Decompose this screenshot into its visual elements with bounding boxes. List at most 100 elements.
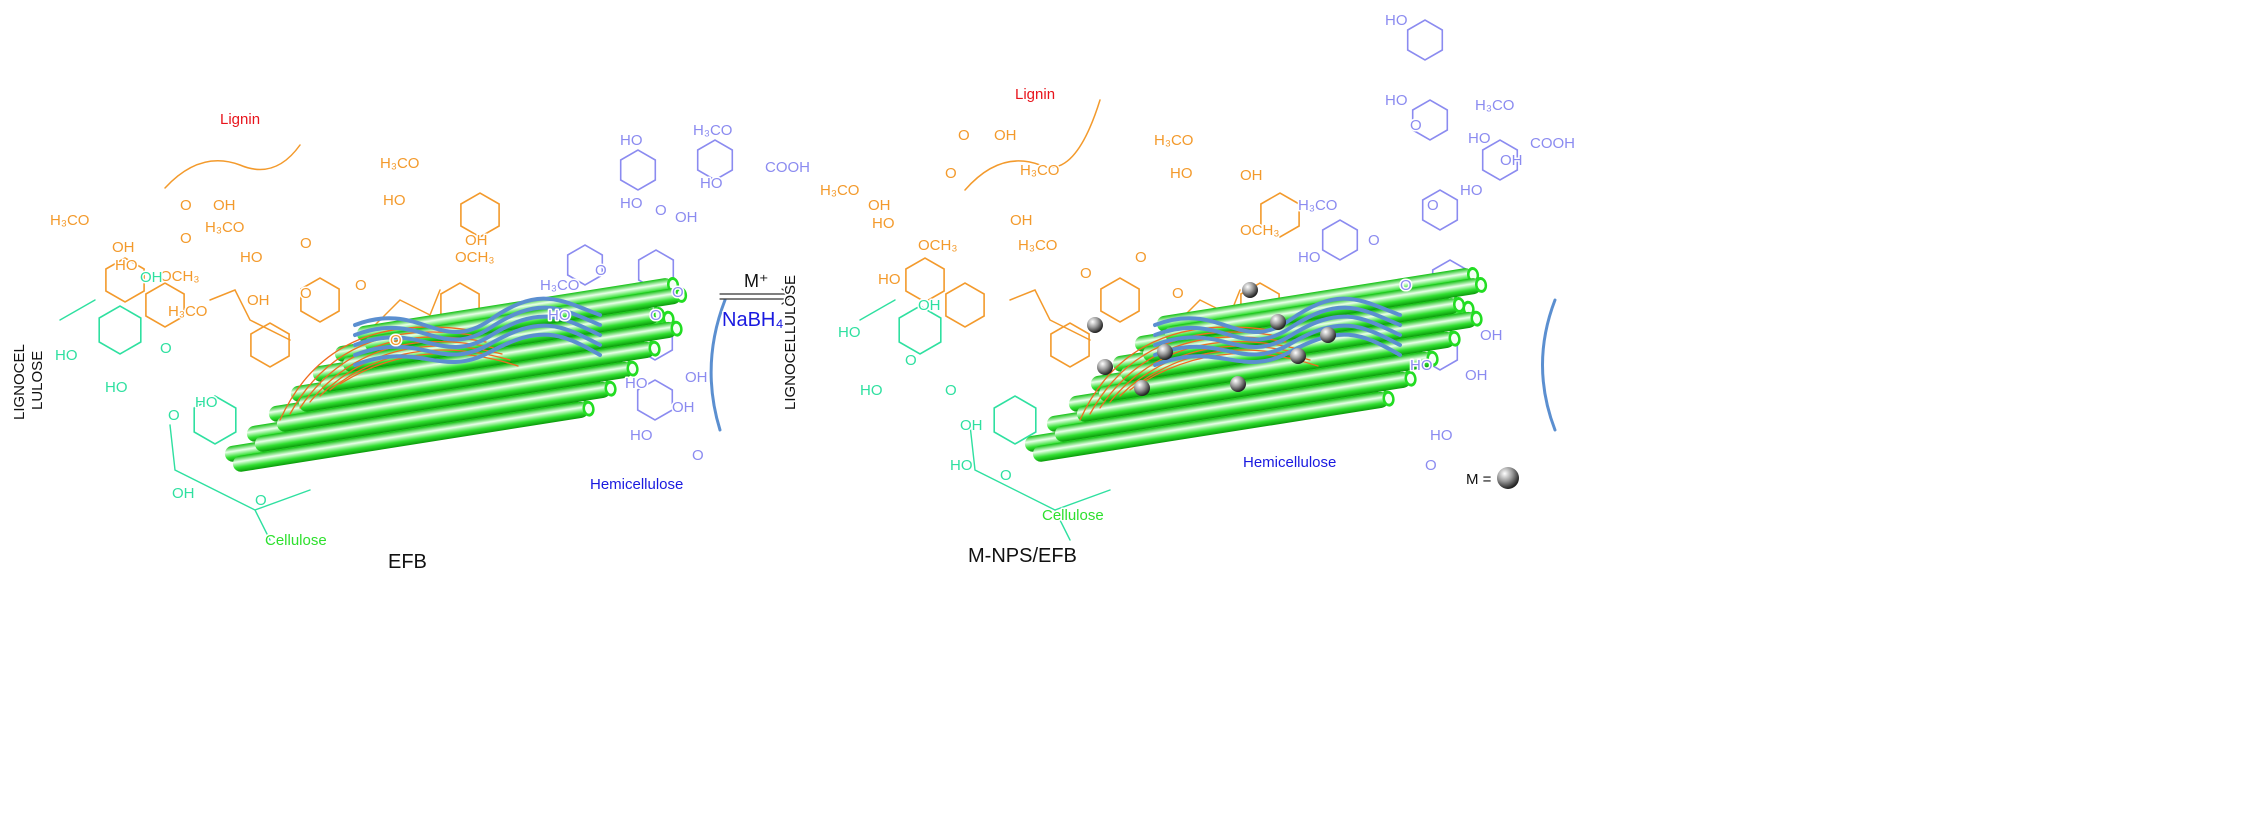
- fiber-body: [276, 361, 633, 432]
- hemicellulose-atom-label: HO: [1468, 130, 1491, 147]
- hemicellulose-ring: [636, 379, 674, 421]
- lignin-atom-label: O: [1135, 249, 1147, 266]
- hemicellulose-atom-label: HO: [548, 307, 571, 324]
- cellulose-atom-label: HO: [105, 379, 128, 396]
- lignin-atom-label: H₃CO: [380, 155, 419, 172]
- cellulose-atom-label: OH: [918, 297, 941, 314]
- hemicellulose-atom-label: HO: [1410, 357, 1433, 374]
- lignin-atom-label: OCH₃: [160, 268, 199, 285]
- hemicellulose-atom-label: OH: [1465, 367, 1488, 384]
- lignin-atom-label: H₃CO: [1154, 132, 1193, 149]
- cellulose-atom-label: O: [905, 352, 917, 369]
- hemicellulose-strand: [353, 314, 602, 349]
- fiber-end-hole: [673, 323, 681, 334]
- metal-nanoparticle: [1134, 380, 1150, 396]
- lignin-ring: [1260, 192, 1300, 238]
- lignin-atom-label: O: [180, 197, 192, 214]
- hemicellulose-atom-label: HO: [625, 375, 648, 392]
- hemicellulose-atom-label: H₃CO: [1475, 97, 1514, 114]
- lignin-strand: [339, 352, 519, 385]
- cellulose-atom-label: OH: [140, 269, 163, 286]
- cellulose-atom-label: O: [160, 340, 172, 357]
- metal-nanoparticle: [1320, 327, 1336, 343]
- lignin-ring: [460, 192, 500, 238]
- hemicellulose-atom-label: O: [672, 284, 684, 301]
- fiber-end-hole: [1451, 333, 1459, 344]
- cellulose-fiber: [232, 400, 595, 472]
- hemicellulose-title: Hemicellulose: [590, 476, 683, 493]
- fiber-body: [232, 401, 589, 472]
- cellulose-atom-label: OH: [172, 485, 195, 502]
- hemicellulose-atom-label: HO: [620, 132, 643, 149]
- hemicellulose-atom-label: OH: [675, 209, 698, 226]
- cellulose-atom-label: HO: [55, 347, 78, 364]
- hemicellulose-atom-label: O: [1400, 277, 1412, 294]
- lignin-atom-label: OH: [994, 127, 1017, 144]
- fiber-end-hole: [1465, 303, 1473, 314]
- hemicellulose-atom-label: HO: [1430, 427, 1453, 444]
- lignin-title: Lignin: [220, 111, 260, 128]
- lignin-ring: [1050, 322, 1090, 368]
- hemicellulose-atom-label: O: [692, 447, 704, 464]
- metal-nanoparticle: [1230, 376, 1246, 392]
- lignin-chain-curve: [164, 144, 301, 189]
- reagent-metal-ion: M⁺: [744, 271, 769, 291]
- cellulose-atom-label: O: [168, 407, 180, 424]
- hemicellulose-atom-label: HO: [620, 195, 643, 212]
- hemicellulose-atom-label: O: [1410, 117, 1422, 134]
- hemicellulose-strand: [1153, 314, 1402, 349]
- hemicellulose-atom-label: HO: [700, 175, 723, 192]
- lignin-atom-label: O: [300, 285, 312, 302]
- lignin-atom-label: OH: [112, 239, 135, 256]
- hemicellulose-atom-label: H₃CO: [1298, 197, 1337, 214]
- lignin-atom-label: O: [1172, 285, 1184, 302]
- lignin-chain-curve: [964, 99, 1101, 191]
- hemicellulose-ring: [1321, 219, 1359, 261]
- lignin-atom-label: O: [958, 127, 970, 144]
- hemicellulose-bracket: [1541, 298, 1557, 432]
- reaction-arrow: [719, 288, 793, 305]
- lignin-atom-label: OH: [465, 232, 488, 249]
- hemicellulose-ring: [1481, 139, 1519, 181]
- cellulose-fiber: [1098, 330, 1461, 402]
- hemicellulose-atom-label: O: [1368, 232, 1380, 249]
- lignin-atom-label: OH: [868, 197, 891, 214]
- hemicellulose-atom-label: H₃CO: [540, 277, 579, 294]
- lignin-atom-label: HO: [115, 257, 138, 274]
- hemicellulose-atom-label: HO: [630, 427, 653, 444]
- hemicellulose-strand: [1153, 305, 1402, 342]
- cellulose-atom-label: HO: [838, 324, 861, 341]
- lignin-atom-label: HO: [872, 215, 895, 232]
- fiber-end-hole: [1473, 313, 1481, 324]
- cellulose-ring: [993, 395, 1037, 445]
- cellulose-fiber: [1032, 390, 1395, 462]
- fiber-end-hole: [629, 363, 637, 374]
- lignin-atom-label: O: [1080, 265, 1092, 282]
- lignin-atom-label: H₃CO: [50, 212, 89, 229]
- lignin-ring: [905, 257, 945, 303]
- lignin-atom-label: O: [390, 332, 402, 349]
- hemicellulose-ring: [1411, 99, 1449, 141]
- hemicellulose-atom-label: O: [595, 262, 607, 279]
- hemicellulose-strand: [1153, 296, 1402, 334]
- cellulose-ring: [898, 305, 942, 355]
- metal-nanoparticle: [1497, 467, 1519, 489]
- hemicellulose-atom-label: HO: [1298, 249, 1321, 266]
- hemicellulose-atom-label: HO: [1385, 12, 1408, 29]
- lignin-atom-label: OH: [247, 292, 270, 309]
- cellulose-ring: [98, 305, 142, 355]
- lignin-atom-label: O: [180, 230, 192, 247]
- hemicellulose-ring: [696, 139, 734, 181]
- lignin-atom-label: H₃CO: [1018, 237, 1057, 254]
- fiber-end-hole: [669, 279, 677, 290]
- hemicellulose-ring: [619, 149, 657, 191]
- cellulose-bond: [59, 299, 311, 541]
- lignin-bond: [209, 289, 441, 341]
- lignin-ring: [300, 277, 340, 323]
- lignin-atom-label: O: [300, 235, 312, 252]
- metal-nanoparticle: [1270, 314, 1286, 330]
- fiber-body: [254, 381, 611, 452]
- side-label: LULOSE: [29, 351, 46, 410]
- hemicellulose-atom-label: HO: [1385, 92, 1408, 109]
- lignin-atom-label: H₃CO: [820, 182, 859, 199]
